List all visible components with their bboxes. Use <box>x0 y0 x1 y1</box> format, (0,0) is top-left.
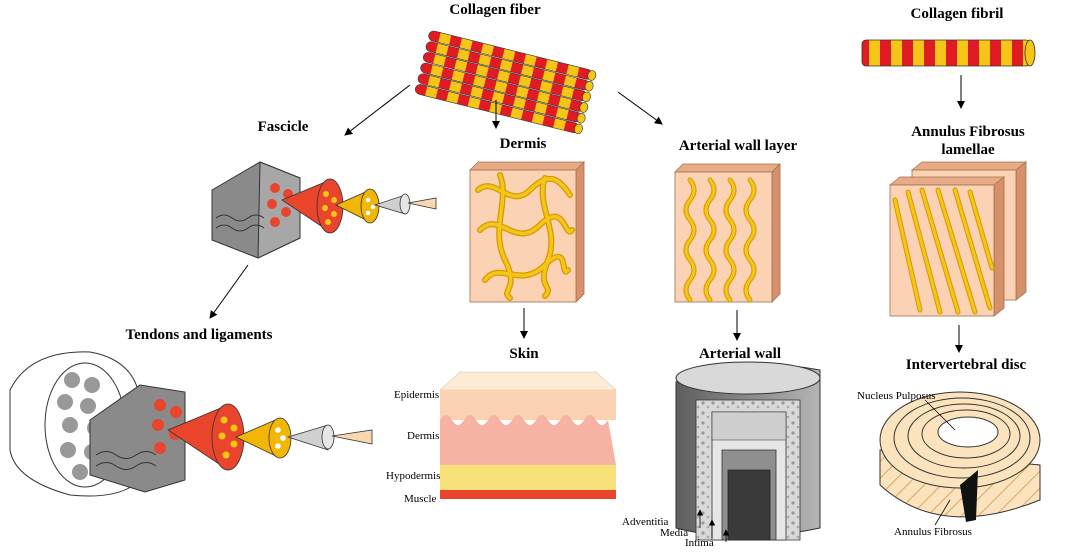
arrow-to-fascicle <box>344 84 411 136</box>
annulus-lamellae-block <box>888 161 1028 317</box>
annulus-lamellae-title-line1: Annulus Fibrosus <box>911 124 1025 140</box>
annulus-lamellae-title-line2: lamellae <box>941 142 995 158</box>
intervertebral-disc-title: Intervertebral disc <box>905 357 1027 373</box>
collagen-fiber-title: Collagen fiber <box>449 2 541 18</box>
annulus-fibrosus-label: Annulus Fibrosus <box>894 526 972 538</box>
media-label: Media <box>660 527 689 539</box>
arrow-to-arterial-layer <box>617 91 663 125</box>
intervertebral-disc-illustration <box>879 391 1041 526</box>
collagen-fibril-title: Collagen fibril <box>910 6 1004 22</box>
collagen-fibril <box>861 39 1036 67</box>
intima-label: Intima <box>685 537 714 549</box>
dermis-block <box>469 161 585 303</box>
skin-title: Skin <box>509 346 539 362</box>
fascicle-title: Fascicle <box>257 119 309 135</box>
fascicle-illustration <box>211 161 437 259</box>
arterial-wall-layer-title: Arterial wall layer <box>678 138 798 154</box>
tendon-illustration <box>9 351 373 497</box>
tendons-title: Tendons and ligaments <box>125 327 273 343</box>
arterial-wall-title: Arterial wall <box>698 346 782 362</box>
arterial-wall-illustration <box>675 361 821 542</box>
adventitia-label: Adventitia <box>622 516 669 528</box>
dermis-title: Dermis <box>499 136 547 152</box>
arrow-to-tendons <box>209 264 249 319</box>
collagen-fiber-bundle <box>415 30 597 135</box>
hypodermis-label: Hypodermis <box>386 470 441 482</box>
dermis-layer-label: Dermis <box>407 430 440 442</box>
arterial-layer-block <box>674 163 781 303</box>
skin-cross-section <box>439 371 617 499</box>
arrows <box>209 75 965 353</box>
epidermis-label: Epidermis <box>394 389 440 401</box>
nucleus-pulposus-label: Nucleus Pulposus <box>857 390 936 402</box>
muscle-label: Muscle <box>404 493 437 505</box>
